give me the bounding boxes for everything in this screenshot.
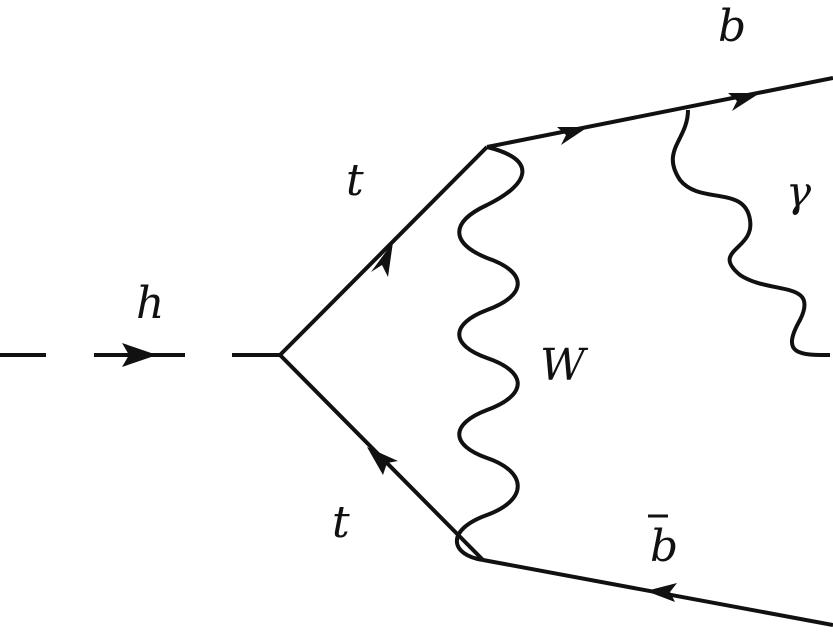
w-boson-wavy-line bbox=[455, 145, 525, 562]
bottom-upper-arrow-icon bbox=[557, 127, 588, 145]
w-boson-label: W bbox=[540, 340, 589, 391]
higgs-arrow-icon bbox=[122, 343, 157, 367]
top-quark-lower-line bbox=[278, 353, 485, 562]
bottom-quark-line bbox=[486, 76, 833, 149]
top-lower-label: t bbox=[332, 497, 350, 548]
photon-wavy-line bbox=[670, 109, 831, 357]
higgs-propagator bbox=[0, 343, 280, 367]
bottom-label: b bbox=[718, 1, 746, 52]
anti-bottom-label: b bbox=[650, 521, 678, 572]
higgs-label: h bbox=[136, 278, 164, 329]
anti-bottom-arrow-icon bbox=[646, 583, 677, 602]
top-upper-label: t bbox=[346, 155, 364, 206]
top-upper-arrow-icon bbox=[371, 242, 393, 277]
top-quark-upper-line bbox=[278, 145, 489, 357]
top-lower-arrow-icon bbox=[367, 447, 398, 475]
photon-label: γ bbox=[786, 167, 812, 216]
anti-bottom-quark-line bbox=[482, 558, 833, 627]
bottom-outer-arrow-icon bbox=[728, 93, 760, 111]
